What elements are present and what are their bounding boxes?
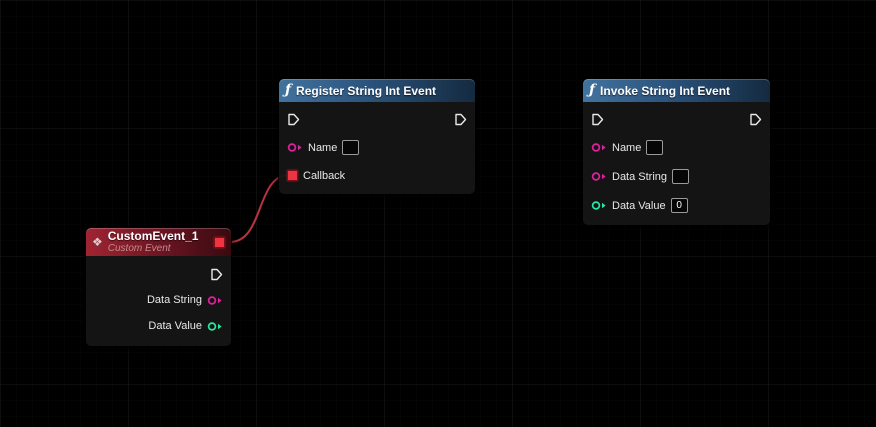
exec-pin-icon	[455, 113, 467, 125]
name-pin[interactable]	[591, 142, 607, 153]
string-pin-icon	[207, 295, 222, 305]
string-pin-icon	[591, 172, 606, 181]
name-input[interactable]	[342, 140, 360, 155]
node-title: Invoke String Int Event	[600, 83, 731, 98]
data-value-pin-label: Data Value	[612, 199, 666, 212]
node-register-string-int-event[interactable]: ƒ Register String Int Event	[278, 78, 476, 195]
function-icon: ƒ	[589, 81, 596, 98]
exec-in-pin[interactable]	[287, 113, 300, 126]
node-invoke-string-int-event[interactable]: ƒ Invoke String Int Event	[582, 78, 771, 226]
function-icon: ƒ	[285, 81, 292, 98]
name-pin-label: Name	[308, 141, 338, 154]
exec-pin-icon	[592, 113, 604, 125]
node-subtitle: Custom Event	[107, 243, 171, 254]
int-pin-icon	[591, 201, 606, 210]
delegate-out-pin[interactable]	[214, 236, 225, 248]
node-title: Register String Int Event	[296, 83, 437, 98]
data-string-pin-label: Data String	[612, 170, 668, 183]
exec-out-pin[interactable]	[210, 268, 223, 281]
data-string-out-pin[interactable]	[207, 295, 223, 306]
data-string-input[interactable]	[672, 169, 690, 184]
int-pin-icon	[207, 321, 222, 331]
custom-event-icon: ❖	[92, 235, 103, 249]
data-value-input[interactable]	[670, 198, 688, 213]
delegate-pin-icon	[214, 236, 225, 248]
name-pin-label: Name	[612, 141, 642, 154]
delegate-pin-icon	[287, 170, 298, 181]
data-value-pin[interactable]	[591, 200, 607, 211]
string-pin-icon	[591, 143, 606, 152]
node-title: CustomEvent_1	[107, 229, 199, 243]
node-header[interactable]: ❖ CustomEvent_1 Custom Event	[86, 228, 231, 256]
data-string-pin[interactable]	[591, 171, 607, 182]
data-value-pin-label: Data Value	[148, 320, 202, 332]
exec-out-pin[interactable]	[749, 113, 762, 126]
node-body: Name Data String	[583, 102, 770, 225]
node-header[interactable]: ƒ Register String Int Event	[279, 79, 475, 102]
data-value-out-pin[interactable]	[207, 321, 223, 332]
node-body: Name Callback	[279, 102, 475, 194]
node-body: Data String Data Value	[86, 256, 231, 346]
callback-pin-label: Callback	[303, 169, 346, 182]
node-custom-event-1[interactable]: ❖ CustomEvent_1 Custom Event Data String	[85, 227, 232, 347]
name-pin[interactable]	[287, 142, 303, 153]
exec-out-pin[interactable]	[454, 113, 467, 126]
exec-pin-icon	[750, 113, 762, 125]
data-string-pin-label: Data String	[146, 294, 202, 306]
node-header[interactable]: ƒ Invoke String Int Event	[583, 79, 770, 102]
name-input[interactable]	[646, 140, 664, 155]
string-pin-icon	[287, 143, 302, 152]
exec-pin-icon	[288, 113, 300, 125]
exec-pin-icon	[211, 268, 223, 280]
callback-pin[interactable]	[287, 170, 298, 181]
exec-in-pin[interactable]	[591, 113, 604, 126]
